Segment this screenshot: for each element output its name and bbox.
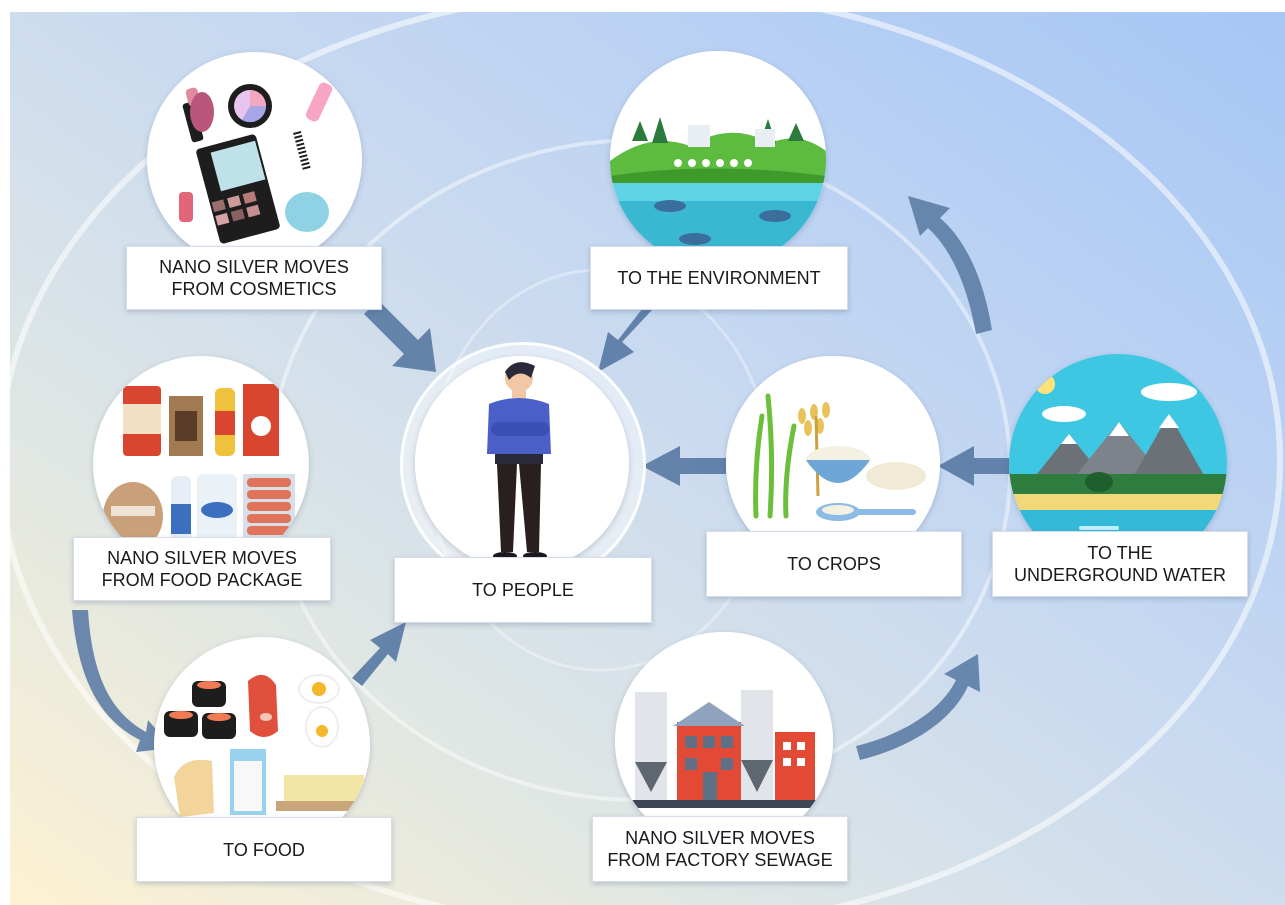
arrows <box>72 196 1010 760</box>
factory-sewage-label: NANO SILVER MOVES FROM FACTORY SEWAGE <box>592 816 848 882</box>
arrow-factory-to-underground <box>856 654 980 760</box>
arrow-crops-to-people <box>642 446 726 486</box>
environment-label: TO THE ENVIRONMENT <box>590 246 848 310</box>
people-image <box>415 356 629 570</box>
arrow-cosmetics-to-people <box>364 300 436 372</box>
cosmetics-label: NANO SILVER MOVES FROM COSMETICS <box>126 246 382 310</box>
people-label: TO PEOPLE <box>394 557 652 623</box>
underground-water-label: TO THE UNDERGROUND WATER <box>992 531 1248 597</box>
arrow-food-to-people <box>352 622 406 686</box>
cosmetics-image <box>147 52 362 267</box>
crops-label: TO CROPS <box>706 531 962 597</box>
arrow-underground-to-environment <box>908 196 992 334</box>
food-label: TO FOOD <box>136 817 392 882</box>
arrow-underground-to-crops <box>938 446 1010 486</box>
food-package-label: NANO SILVER MOVES FROM FOOD PACKAGE <box>73 537 331 601</box>
arrow-environment-to-people <box>598 304 652 372</box>
food-package-image <box>93 356 309 572</box>
environment-image <box>610 51 826 267</box>
factory-sewage-image <box>615 632 833 850</box>
